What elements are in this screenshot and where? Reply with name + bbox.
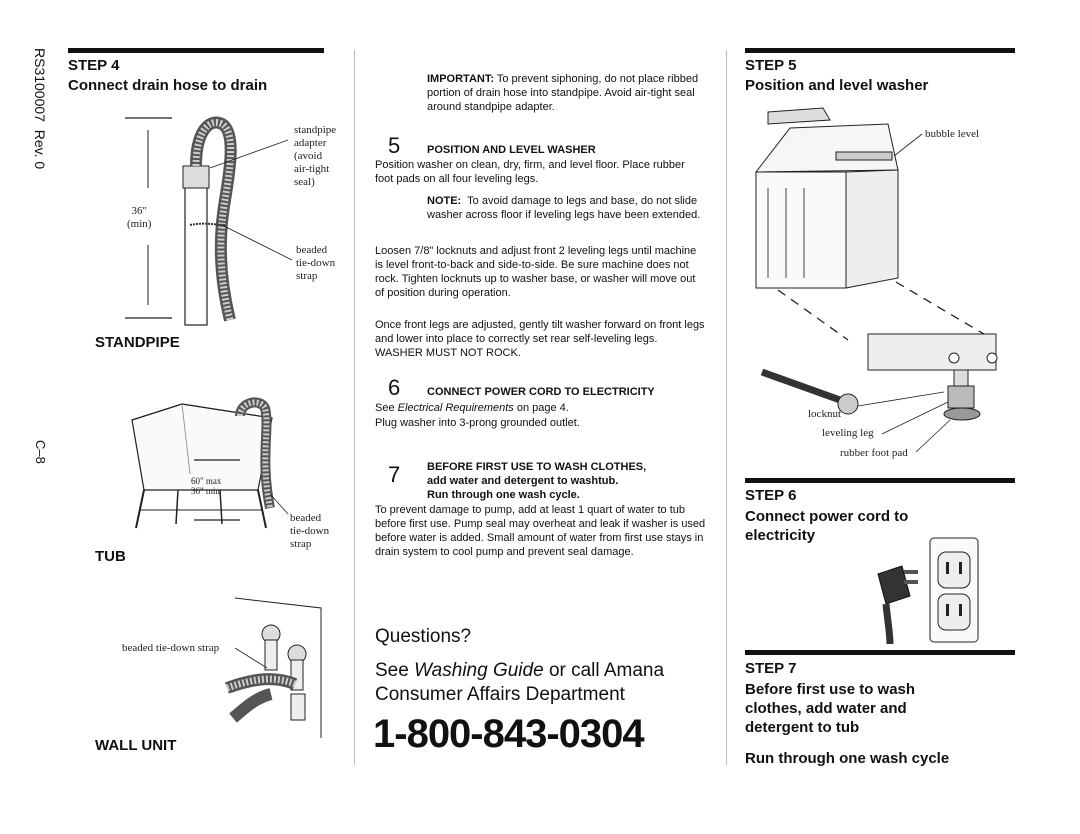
- important-note: IMPORTANT: To prevent siphoning, do not …: [427, 73, 699, 113]
- questions-heading: Questions?: [375, 626, 472, 647]
- leveling-leg-callout: leveling leg: [822, 427, 874, 439]
- tub-strap-callout: beaded tie-down strap: [290, 512, 330, 550]
- standpipe-strap-callout: beaded tie-down strap: [296, 244, 336, 282]
- section5-paragraph3: Once front legs are adjusted, gently til…: [375, 319, 705, 359]
- standpipe-illustration: [125, 116, 293, 326]
- step4-label: STEP 4: [68, 57, 120, 74]
- section7-text: To prevent damage to pump, add at least …: [375, 504, 706, 558]
- step7-title: Before first use to wash clothes, add wa…: [745, 681, 916, 736]
- wall-strap-callout: beaded tie-down strap: [122, 642, 220, 654]
- standpipe-label: STANDPIPE: [95, 334, 180, 351]
- step7-bar: [745, 650, 1015, 655]
- section5-title: POSITION AND LEVEL WASHER: [427, 144, 596, 156]
- step5-bar: [745, 48, 1015, 53]
- step5-title: Position and level washer: [745, 77, 929, 94]
- locknut-callout: locknut: [808, 408, 841, 420]
- standpipe-height-label: 36" (min): [127, 205, 152, 230]
- section5-number: 5: [388, 133, 401, 158]
- wall-unit-label: WALL UNIT: [95, 737, 177, 754]
- section6-title: CONNECT POWER CORD TO ELECTRICITY: [427, 386, 655, 398]
- bubble-level-callout: bubble level: [925, 128, 980, 140]
- wall-unit-illustration: [224, 597, 322, 738]
- step6-label: STEP 6: [745, 487, 797, 504]
- section6-number: 6: [388, 375, 401, 400]
- step6-bar: [745, 478, 1015, 483]
- page-number: C–8: [33, 440, 48, 464]
- contact-line-1: See Washing Guide or call Amana: [375, 660, 665, 681]
- doc-code: RS3100007 Rev. 0: [32, 48, 48, 170]
- phone-number: 1-800-843-0304: [373, 712, 645, 756]
- step7-label: STEP 7: [745, 660, 797, 677]
- step4-title: Connect drain hose to drain: [68, 77, 268, 94]
- section6-text: Plug washer into 3-prong grounded outlet…: [375, 417, 580, 429]
- step6-title: Connect power cord to electricity: [745, 508, 909, 544]
- section5-note: NOTE: To avoid damage to legs and base, …: [427, 195, 701, 221]
- tub-illustration: [131, 397, 289, 529]
- section7-title: BEFORE FIRST USE TO WASH CLOTHES, add wa…: [427, 461, 647, 501]
- section7-number: 7: [388, 462, 401, 487]
- section6-see: See Electrical Requirements on page 4.: [375, 402, 569, 414]
- tub-height-label: 60" max 36" min: [191, 476, 222, 496]
- outlet-illustration: [877, 537, 979, 645]
- tub-label: TUB: [95, 548, 126, 565]
- column-divider-left: [354, 50, 355, 765]
- step7-subtitle: Run through one wash cycle: [745, 750, 950, 767]
- step4-bar: [68, 48, 324, 53]
- standpipe-adapter-callout: standpipe adapter (avoid air-tight seal): [294, 124, 337, 188]
- section5-text: Position washer on clean, dry, firm, and…: [375, 159, 685, 185]
- step5-label: STEP 5: [745, 57, 797, 74]
- contact-line-2: Consumer Affairs Department: [375, 684, 625, 705]
- washer-illustration: [754, 107, 998, 453]
- rubber-foot-pad-callout: rubber foot pad: [840, 447, 908, 459]
- section5-paragraph2: Loosen 7/8" locknuts and adjust front 2 …: [375, 245, 697, 299]
- column-divider-right: [726, 50, 727, 765]
